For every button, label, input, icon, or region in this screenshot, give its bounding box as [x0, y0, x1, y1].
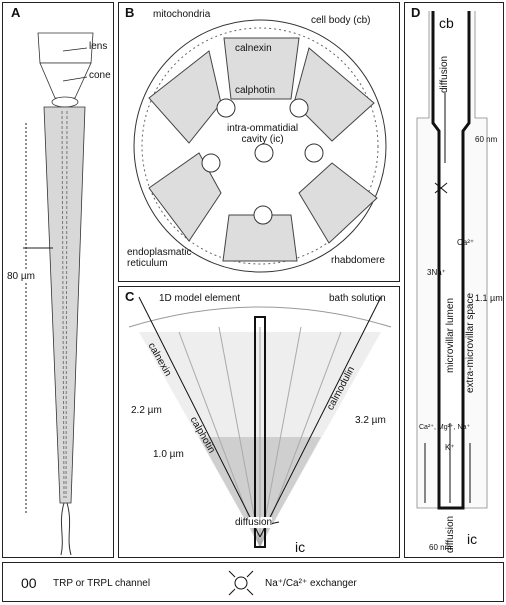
exchanger-legend-label: Na⁺/Ca²⁺ exchanger — [265, 578, 357, 589]
panel-a: A lens cone 80 µm — [2, 2, 114, 558]
length-label: 80 µm — [7, 271, 35, 282]
cb-label: cb — [439, 15, 454, 31]
mitochondria-label: mitochondria — [153, 9, 211, 20]
panel-d: D cb diffusion 60 nm Ca²⁺ 3Na⁺ microvill… — [404, 2, 504, 558]
ca-label: Ca²⁺ — [457, 238, 475, 247]
exchanger-icon — [228, 570, 254, 596]
lens-label: lens — [89, 41, 108, 52]
calnexin-label: calnexin — [235, 43, 272, 54]
ic-label-c: ic — [295, 539, 306, 555]
cavity-label: intra-ommatidial cavity (ic) — [227, 123, 299, 145]
er-label: endoplasmatic reticulum — [127, 247, 192, 269]
na3-label: 3Na⁺ — [427, 268, 446, 277]
panel-b-label: B — [125, 5, 135, 20]
diffusion-label-c: diffusion — [235, 517, 273, 528]
dist-10-label: 1.0 µm — [153, 449, 184, 460]
lumen-label: microvillar lumen — [445, 297, 456, 373]
cell-body-label: cell body (cb) — [311, 15, 371, 26]
channel-symbol: 00 — [21, 575, 37, 591]
panel-a-label: A — [11, 5, 21, 20]
dist-32-label: 3.2 µm — [355, 415, 386, 426]
nm60-top-label: 60 nm — [475, 135, 498, 144]
panel-b: B mitochondria cell body (cb) calnexin c… — [118, 2, 400, 282]
length-label-d: 1.1 µm — [475, 293, 503, 303]
ic-label-d: ic — [467, 531, 478, 547]
nm60-bottom-label: 60 nm — [429, 543, 452, 552]
panel-c-label: C — [125, 289, 135, 304]
model-element-label: 1D model element — [159, 293, 241, 304]
panel-d-label: D — [411, 5, 421, 20]
bath-label: bath solution — [329, 293, 386, 304]
ommatidium-drawing — [23, 32, 94, 556]
panel-c: C 1D model element bath solution calnexi… — [118, 286, 400, 558]
dist-22-label: 2.2 µm — [131, 405, 162, 416]
diffusion-top-label: diffusion — [439, 55, 450, 93]
calphotin-label: calphotin — [235, 85, 276, 96]
cone-label: cone — [89, 70, 111, 81]
microvillus-drawing — [416, 11, 488, 510]
k-label: K⁺ — [445, 443, 455, 452]
rhabdomere-label: rhabdomere — [331, 255, 385, 266]
channel-legend-label: TRP or TRPL channel — [53, 578, 151, 589]
ions-label: Ca²⁺, Mg²⁺, Na⁺ — [419, 424, 471, 431]
legend: 00 TRP or TRPL channel Na⁺/Ca²⁺ exchange… — [2, 562, 504, 602]
extra-space-label: extra-microvillar space — [465, 292, 476, 393]
microvillus-fan-drawing — [128, 296, 392, 548]
cross-section-drawing — [133, 19, 387, 273]
